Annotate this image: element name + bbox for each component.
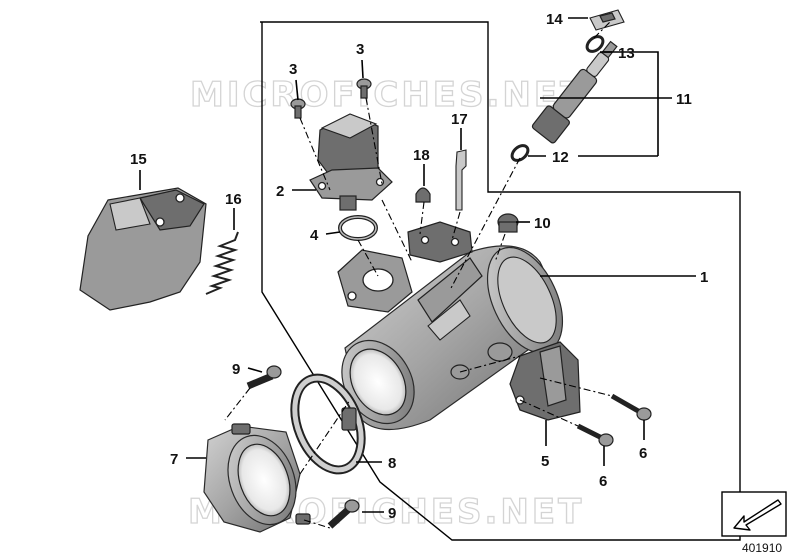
callout-7: 7: [170, 451, 178, 468]
callout-6-left: 6: [599, 473, 607, 490]
watermark-top: MICROFICHES.NET: [190, 75, 586, 115]
callout-15: 15: [130, 151, 147, 168]
sensor-screw-left: [576, 423, 614, 447]
assembly-frame: [260, 21, 741, 541]
callout-5: 5: [541, 453, 549, 470]
cap-small: [497, 213, 519, 233]
callout-11: 11: [676, 91, 692, 108]
callout-3-right: 3: [356, 41, 364, 58]
arrow-left-down-icon: [733, 499, 782, 531]
throttle-sensor: [509, 341, 581, 421]
hose-clamp: [290, 373, 366, 475]
callout-3-left: 3: [289, 61, 297, 78]
spring-clip: [455, 149, 467, 211]
callout-17: 17: [451, 111, 468, 128]
callout-10: 10: [534, 215, 551, 232]
callout-1: 1: [700, 269, 708, 286]
sensor-screw-right: [610, 393, 652, 421]
callout-12: 12: [552, 149, 569, 166]
air-intake-cover: [79, 187, 207, 311]
cap: [415, 187, 431, 203]
sleeve-screw-bottom: [327, 499, 360, 529]
nav-arrow-box[interactable]: [721, 491, 787, 537]
callout-14: 14: [546, 11, 563, 28]
idle-actuator: [309, 113, 393, 211]
reference-number: 401910: [742, 541, 782, 555]
intake-sleeve: [203, 423, 311, 533]
assembly-lines: [224, 21, 613, 529]
callout-9-top: 9: [232, 361, 240, 378]
callout-13: 13: [618, 45, 635, 62]
fuel-injector: [531, 40, 618, 144]
callout-9-bottom: 9: [388, 505, 396, 522]
callout-18: 18: [413, 147, 430, 164]
tension-spring: [205, 231, 239, 295]
callout-2: 2: [276, 183, 284, 200]
sleeve-screw-top: [246, 365, 282, 390]
screw-left: [290, 98, 306, 119]
callout-6-right: 6: [639, 445, 647, 462]
seal-upper: [585, 35, 605, 53]
callout-8: 8: [388, 455, 396, 472]
leader-lines: [139, 17, 696, 513]
callout-16: 16: [225, 191, 242, 208]
seal-lower: [510, 144, 530, 162]
throttle-body: [337, 221, 564, 431]
screw-right: [356, 78, 372, 99]
callout-4: 4: [310, 227, 319, 244]
